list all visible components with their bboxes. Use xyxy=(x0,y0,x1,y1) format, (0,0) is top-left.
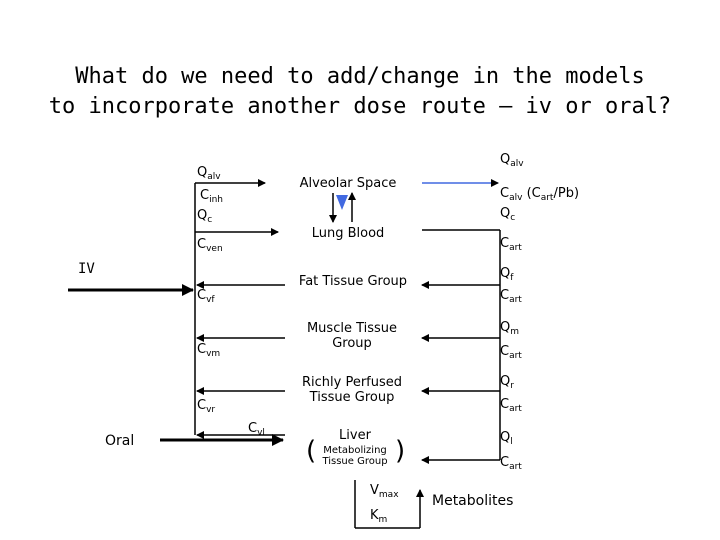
c-art-4: Cart xyxy=(500,397,522,414)
q-l: Ql xyxy=(500,430,513,447)
liver-open-paren: ( xyxy=(306,436,317,466)
left-q-c: Qc xyxy=(197,208,213,225)
exchange-blue-marker xyxy=(336,195,348,210)
c-art-5: Cart xyxy=(500,455,522,472)
alveolar-space-label: Alveolar Space xyxy=(299,176,397,191)
liver-close-paren: ) xyxy=(395,436,406,466)
left-q-alv: Qalv xyxy=(197,165,221,182)
c-ven: Cven xyxy=(197,237,223,254)
title-line-2: to incorporate another dose route – iv o… xyxy=(48,94,672,119)
liver-label: Liver xyxy=(339,428,371,443)
lung-blood-label: Lung Blood xyxy=(311,226,385,241)
right-q-alv: Qalv xyxy=(500,152,524,169)
c-alv: Calv (Cart/Pb) xyxy=(500,186,580,203)
km: Km xyxy=(370,508,388,525)
iv-label: IV xyxy=(78,261,95,277)
q-f: Qf xyxy=(500,266,514,283)
c-vm: Cvm xyxy=(197,342,221,359)
richly-perfused-label: Richly Perfused Tissue Group xyxy=(282,375,422,405)
liver-sub-line-1: Metabolizing xyxy=(323,445,387,456)
q-r: Qr xyxy=(500,374,514,391)
q-m: Qm xyxy=(500,320,520,337)
fat-tissue-label: Fat Tissue Group xyxy=(298,274,408,289)
title-line-1: What do we need to add/change in the mod… xyxy=(75,64,645,89)
oral-label: Oral xyxy=(105,433,135,449)
c-inh: Cinh xyxy=(200,188,223,205)
muscle-tissue-label: Muscle Tissue Group xyxy=(282,321,422,351)
liver-sub-line-2: Tissue Group xyxy=(322,456,388,467)
liver-sub-label: Metabolizing Tissue Group xyxy=(315,445,395,467)
c-art-1: Cart xyxy=(500,236,522,253)
c-vf: Cvf xyxy=(197,288,215,305)
muscle-line-2: Group xyxy=(332,336,372,351)
c-vr: Cvr xyxy=(197,398,216,415)
right-q-c: Qc xyxy=(500,206,516,223)
c-vl: Cvl xyxy=(248,421,265,438)
vmax: Vmax xyxy=(370,483,399,500)
richly-line-2: Tissue Group xyxy=(309,390,395,405)
richly-line-1: Richly Perfused xyxy=(301,375,403,390)
c-art-2: Cart xyxy=(500,288,522,305)
muscle-line-1: Muscle Tissue xyxy=(306,321,398,336)
metabolites-label: Metabolites xyxy=(432,493,514,509)
c-art-3: Cart xyxy=(500,344,522,361)
